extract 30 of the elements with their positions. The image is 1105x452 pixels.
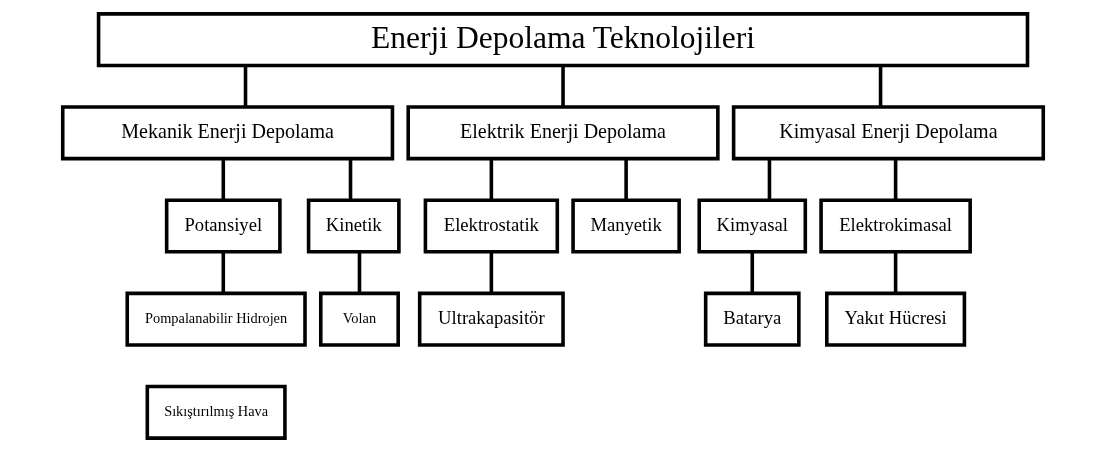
connector: [221, 251, 225, 294]
connector: [221, 158, 225, 201]
connector: [893, 158, 897, 201]
connector: [348, 158, 352, 201]
node-box: Elektrostatik: [423, 198, 559, 254]
connector: [357, 251, 361, 294]
node-box: Sıkıştırılmış Hava: [145, 384, 287, 440]
node-box: Yakıt Hücresi: [824, 291, 966, 347]
node-box: Kimyasal Enerji Depolama: [731, 105, 1045, 161]
connector: [489, 158, 493, 201]
node-box: Potansiyel: [164, 198, 282, 254]
node-box: Enerji Depolama Teknolojileri: [96, 12, 1029, 68]
node-box: Elektrokimasal: [818, 198, 972, 254]
connector: [623, 158, 628, 201]
node-box: Mekanik Enerji Depolama: [60, 105, 394, 161]
connector: [878, 65, 882, 107]
node-box: Ultrakapasitör: [417, 291, 565, 347]
node-box: Elektrik Enerji Depolama: [405, 105, 720, 161]
connector: [243, 65, 247, 107]
connector: [767, 158, 771, 201]
node-box: Kimyasal: [696, 198, 807, 254]
node-box: Volan: [318, 291, 400, 347]
connector: [489, 251, 493, 294]
connector: [893, 251, 897, 294]
node-box: Batarya: [703, 291, 801, 347]
node-box: Manyetik: [570, 198, 681, 254]
node-box: Kinetik: [306, 198, 401, 254]
node-box: Pompalanabilir Hidrojen: [124, 291, 307, 347]
connector: [749, 251, 754, 294]
connector: [560, 65, 565, 107]
